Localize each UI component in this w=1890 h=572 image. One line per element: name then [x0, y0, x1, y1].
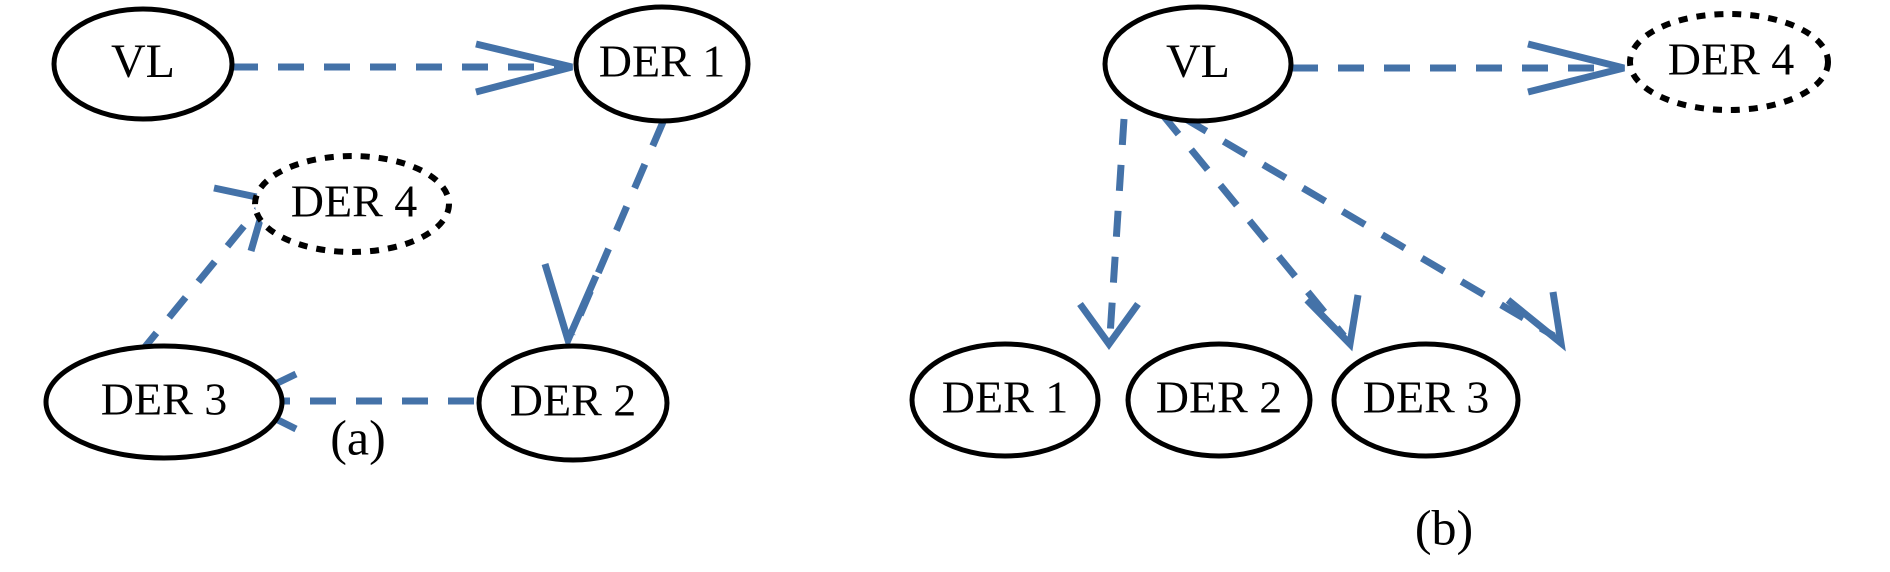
- edge-line-b-vl-der1: [1106, 118, 1128, 337]
- edge-b-vl-to-der1[interactable]: [1077, 118, 1141, 350]
- node-label-a-der1: DER 1: [599, 36, 726, 87]
- node-a-vl[interactable]: VL: [51, 6, 235, 122]
- node-label-a-der2: DER 2: [510, 375, 637, 426]
- node-ellipse-a-der4: [252, 153, 452, 255]
- node-label-b-der4: DER 4: [1668, 34, 1795, 85]
- arrowhead-b-vl-der2: [1304, 294, 1362, 352]
- node-b-der4[interactable]: DER 4: [1627, 11, 1831, 113]
- edge-b-vl-to-der4[interactable]: [1292, 40, 1625, 96]
- edge-line-b-vl-der2: [1159, 111, 1347, 339]
- arrowhead-b-vl-der1: [1077, 301, 1141, 350]
- node-ellipse-b-der1: [909, 341, 1101, 459]
- node-ellipse-a-vl: [51, 6, 235, 122]
- node-label-b-der3: DER 3: [1363, 372, 1490, 423]
- arrowhead-b-vl-der4: [1527, 40, 1625, 96]
- edge-b-vl-to-der2[interactable]: [1159, 111, 1362, 352]
- node-label-a-der4: DER 4: [291, 176, 418, 227]
- panel-caption-b: (b): [1415, 499, 1473, 555]
- edge-line-b-vl-der3: [1182, 114, 1556, 340]
- node-ellipse-b-der4: [1627, 11, 1831, 113]
- panel-b-edges: [1077, 40, 1625, 352]
- arrowhead-der1-der2: [541, 262, 600, 351]
- node-label-b-der1: DER 1: [942, 372, 1069, 423]
- edge-vl-to-der1[interactable]: [232, 40, 573, 96]
- arrowhead-vl-der1: [475, 40, 573, 96]
- node-label-a-vl: VL: [111, 35, 175, 88]
- node-label-b-vl: VL: [1166, 35, 1230, 88]
- edge-b-vl-to-der3[interactable]: [1182, 114, 1566, 352]
- node-ellipse-a-der1: [573, 4, 751, 124]
- node-ellipse-b-der3: [1331, 341, 1521, 459]
- node-b-der2[interactable]: DER 2: [1125, 341, 1313, 459]
- node-ellipse-a-der2: [476, 343, 670, 463]
- node-label-a-der3: DER 3: [101, 374, 228, 425]
- node-ellipse-b-der2: [1125, 341, 1313, 459]
- node-a-der1[interactable]: DER 1: [573, 4, 751, 124]
- edge-line-der3-der4: [137, 201, 265, 356]
- node-ellipse-a-der3: [43, 343, 285, 461]
- arrowhead-b-vl-der3: [1505, 291, 1566, 352]
- edge-der1-to-der2[interactable]: [541, 120, 667, 351]
- node-a-der2[interactable]: DER 2: [476, 343, 670, 463]
- node-a-der3[interactable]: DER 3: [43, 343, 285, 461]
- panel-b: VL DER 4 DER 1 DER 2 DER 3 (b): [909, 4, 1831, 555]
- node-b-der1[interactable]: DER 1: [909, 341, 1101, 459]
- node-b-vl[interactable]: VL: [1102, 4, 1294, 124]
- node-a-der4[interactable]: DER 4: [252, 153, 452, 255]
- node-label-b-der2: DER 2: [1156, 372, 1283, 423]
- node-ellipse-b-vl: [1102, 4, 1294, 124]
- panel-a: VL DER 1 DER 4 DER 3 DER 2 (a): [43, 4, 751, 465]
- node-b-der3[interactable]: DER 3: [1331, 341, 1521, 459]
- panel-caption-a: (a): [330, 409, 386, 465]
